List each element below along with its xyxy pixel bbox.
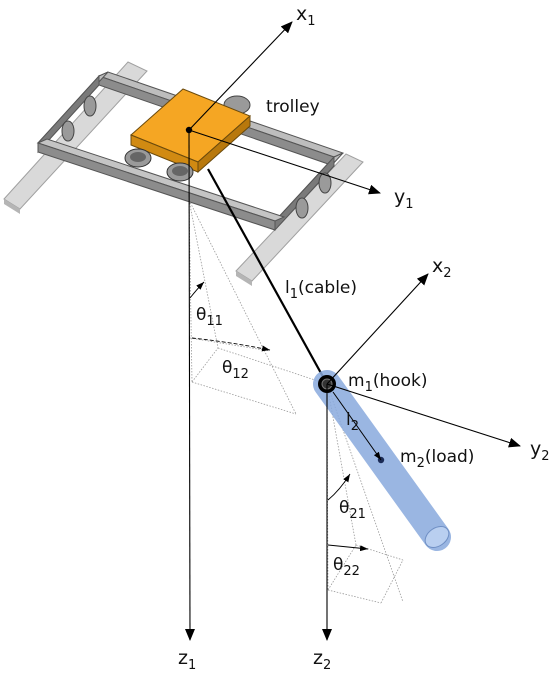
theta22-label: θ22 [333,555,360,579]
trolley-label: trolley [266,97,320,117]
hook-label: m1(hook) [348,371,428,395]
axes-frame-2 [322,273,521,641]
theta12-label: θ12 [222,358,249,382]
frame-wheels [61,95,332,219]
theta11-label: θ11 [196,305,223,329]
load-label: m2(load) [400,447,474,471]
axis-label-y1: y1 [394,186,414,212]
axis-label-z1: z1 [178,647,196,673]
axis-label-x2: x2 [432,255,452,281]
axis-label-x1: x1 [296,3,316,29]
l2-arrow [332,391,382,461]
l2-label: l2 [346,410,359,434]
projection-guides [188,199,404,604]
angle-arcs [189,281,369,552]
axis-label-z2: z2 [313,647,331,673]
axes-frame-1 [184,21,381,641]
theta21-label: θ21 [339,498,366,522]
axis-label-y2: y2 [530,438,550,464]
cable-l1 [207,168,328,385]
cable-label: l1(cable) [285,278,357,302]
trolley-body [124,88,251,182]
